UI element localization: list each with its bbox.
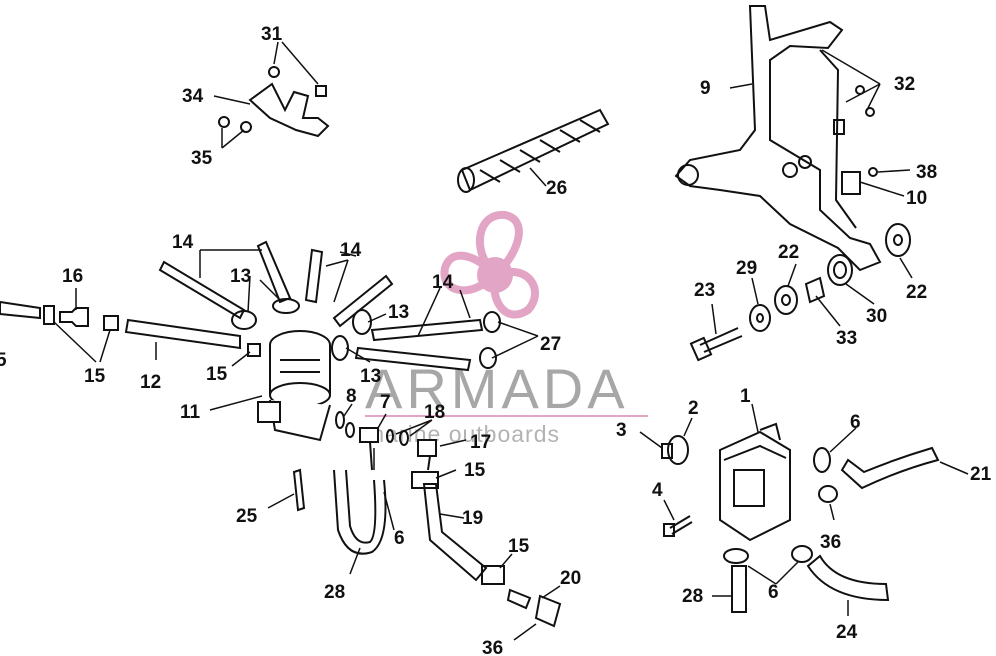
callout-label: 6	[768, 582, 779, 603]
mounting-plate-part	[674, 5, 882, 272]
callout-label: 14	[172, 232, 194, 253]
callout-label: 13	[360, 366, 381, 387]
hose-part-24	[806, 554, 890, 602]
callout-label: 24	[836, 622, 858, 643]
leader-lines	[53, 41, 969, 641]
callout-label: 22	[906, 282, 927, 303]
callout-label: 31	[261, 24, 283, 45]
washer-parts	[749, 223, 911, 332]
callout-label: 15	[464, 460, 486, 481]
fuel-pump-part	[257, 330, 331, 442]
callout-label: 18	[424, 402, 445, 423]
watermark-tagline: marine outboards	[365, 421, 560, 447]
short-hose-part	[731, 565, 747, 613]
callout-label: 11	[180, 402, 201, 423]
callout-label: 38	[916, 162, 937, 183]
callout-label: 26	[546, 178, 567, 199]
callout-label: 33	[836, 328, 857, 349]
fitting-parts-right	[661, 435, 693, 537]
callout-label: 36	[482, 638, 503, 656]
bracket-part	[218, 66, 330, 138]
callout-label: 32	[894, 74, 915, 95]
callout-label: 21	[970, 464, 992, 485]
callout-label: 17	[470, 432, 491, 453]
callout-label: 19	[462, 508, 483, 529]
callout-label: 14	[432, 272, 454, 293]
bolt-part	[689, 327, 743, 362]
callout-label: 5	[0, 350, 7, 371]
callout-label: 30	[866, 306, 887, 327]
small-fitting-parts	[335, 411, 437, 471]
hose-part-21	[840, 446, 940, 490]
mesh-sleeve-part	[457, 108, 610, 193]
callout-label: 13	[388, 302, 409, 323]
u-hose-part	[333, 469, 387, 555]
callout-label: 2	[688, 398, 699, 419]
hose-part-19	[422, 483, 488, 582]
propeller-icon	[440, 210, 539, 319]
callout-label: 16	[62, 266, 83, 287]
fuel-filter-part	[719, 422, 791, 542]
callout-label: 1	[740, 386, 751, 407]
callout-label: 7	[380, 392, 391, 413]
callout-label: 36	[820, 532, 841, 553]
callout-label: 22	[778, 242, 799, 263]
callout-label: 29	[736, 258, 757, 279]
callout-label: 25	[236, 506, 258, 527]
watermark-brand: ARMADA	[365, 357, 629, 420]
callout-label: 6	[394, 528, 405, 549]
hose-parts	[0, 240, 484, 372]
callout-label: 4	[652, 480, 663, 501]
callout-labels: 31 34 35 9 32 38 10 26 22 22 29 30 33 23…	[0, 24, 992, 656]
armada-logo-watermark: ARMADA marine outboards	[365, 210, 648, 447]
callout-label: 14	[340, 240, 362, 261]
callout-label: 27	[540, 334, 561, 355]
callout-label: 15	[84, 366, 106, 387]
fitting-parts	[43, 305, 261, 357]
callout-label: 20	[560, 568, 581, 589]
callout-label: 15	[206, 364, 228, 385]
callout-label: 34	[182, 86, 204, 107]
callout-label: 23	[694, 280, 715, 301]
callout-label: 6	[850, 412, 861, 433]
callout-label: 28	[682, 586, 703, 607]
callout-label: 9	[700, 78, 711, 99]
callout-label: 28	[324, 582, 345, 603]
callout-label: 8	[346, 386, 357, 407]
callout-label: 12	[140, 372, 161, 393]
callout-label: 15	[508, 536, 530, 557]
callout-label: 35	[191, 148, 213, 169]
callout-label: 3	[616, 420, 627, 441]
clip-part	[292, 468, 306, 512]
callout-label: 10	[906, 188, 927, 209]
callout-label: 13	[230, 266, 251, 287]
